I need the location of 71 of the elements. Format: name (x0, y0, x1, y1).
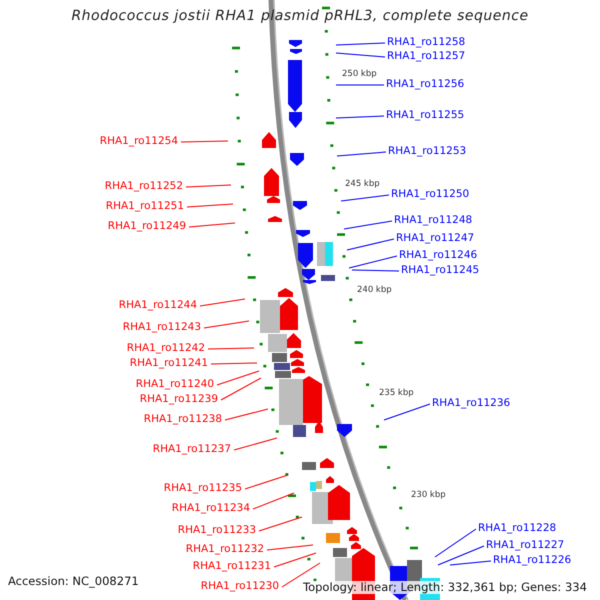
gene-label: RHA1_ro11230 (200, 580, 279, 593)
leader-line (346, 238, 394, 250)
leader-line (344, 220, 392, 230)
gene-label: RHA1_ro11227 (486, 539, 564, 552)
gene-label: RHA1_ro11239 (140, 393, 218, 406)
leader-line (384, 404, 430, 420)
scale-label: 235 kbp (379, 387, 414, 400)
gene-label: RHA1_ro11246 (399, 249, 478, 262)
scale-label: 245 kbp (345, 178, 380, 191)
gene-label: RHA1_ro11251 (106, 200, 184, 213)
leader-line (258, 516, 302, 532)
gene-label: RHA1_ro11226 (493, 554, 572, 567)
leader-line (234, 438, 278, 450)
leader-line (282, 562, 320, 588)
leader-line (180, 140, 228, 142)
gene-label: RHA1_ro11228 (478, 522, 556, 535)
leader-line (208, 348, 254, 350)
gene-label: RHA1_ro11249 (108, 220, 186, 233)
leader-line (450, 560, 492, 566)
gene-label: RHA1_ro11237 (152, 443, 231, 456)
leader-line (216, 370, 260, 386)
leader-line (224, 408, 268, 420)
gene-label: RHA1_ro11233 (178, 524, 256, 537)
gene-label: RHA1_ro11250 (391, 188, 470, 201)
gene-label: RHA1_ro11245 (401, 264, 480, 277)
leader-line (244, 474, 288, 490)
leader-line (348, 256, 398, 268)
leader-line (438, 546, 484, 566)
scale-label: 230 kbp (411, 489, 446, 502)
accession-text: Accession: NC_008271 (8, 575, 139, 588)
gene-label: RHA1_ro11256 (386, 78, 464, 91)
gene-label: RHA1_ro11257 (387, 50, 466, 63)
leader-line (336, 152, 386, 156)
gene-label: RHA1_ro11248 (394, 214, 472, 227)
leader-line (220, 378, 262, 400)
gene-label: RHA1_ro11242 (126, 342, 205, 355)
leader-line (186, 204, 234, 208)
leader-line (274, 552, 316, 568)
gene-label: RHA1_ro11234 (172, 502, 250, 515)
gene-label: RHA1_ro11258 (387, 36, 466, 49)
gene-label: RHA1_ro11243 (122, 321, 201, 334)
gene-label: RHA1_ro11252 (104, 180, 183, 193)
leader-line (352, 270, 400, 272)
title: Rhodococcus jostii RHA1 plasmid pRHL3, complete sequence (70, 10, 530, 23)
leader-line (336, 42, 386, 46)
gene-label: RHA1_ro11235 (164, 482, 242, 495)
leader-line (186, 184, 232, 188)
gene-label: RHA1_ro11253 (388, 145, 466, 158)
scale-label: 250 kbp (342, 68, 377, 81)
leader-line (336, 52, 386, 58)
leader-line (434, 528, 476, 558)
gene-label: RHA1_ro11238 (144, 413, 222, 426)
gene-label: RHA1_ro11241 (130, 357, 208, 370)
leader-line (200, 298, 246, 306)
leader-line (336, 116, 384, 118)
gene-label: RHA1_ro11244 (118, 299, 197, 312)
gene-label: RHA1_ro11255 (386, 109, 464, 122)
gene-label: RHA1_ro11232 (186, 543, 264, 556)
leader-line (266, 544, 314, 550)
gene-label: RHA1_ro11254 (100, 135, 178, 148)
leader-line (188, 222, 236, 228)
leader-line (204, 320, 250, 328)
leader-line (340, 194, 390, 202)
scale-label: 240 kbp (357, 284, 392, 297)
gene-label: RHA1_ro11247 (396, 232, 474, 245)
gene-label: RHA1_ro11231 (192, 560, 271, 573)
leader-line (336, 84, 384, 86)
gene-label: RHA1_ro11240 (136, 378, 214, 391)
leader-line (210, 362, 258, 364)
gene-label: RHA1_ro11236 (432, 397, 510, 410)
leader-line (252, 492, 294, 510)
